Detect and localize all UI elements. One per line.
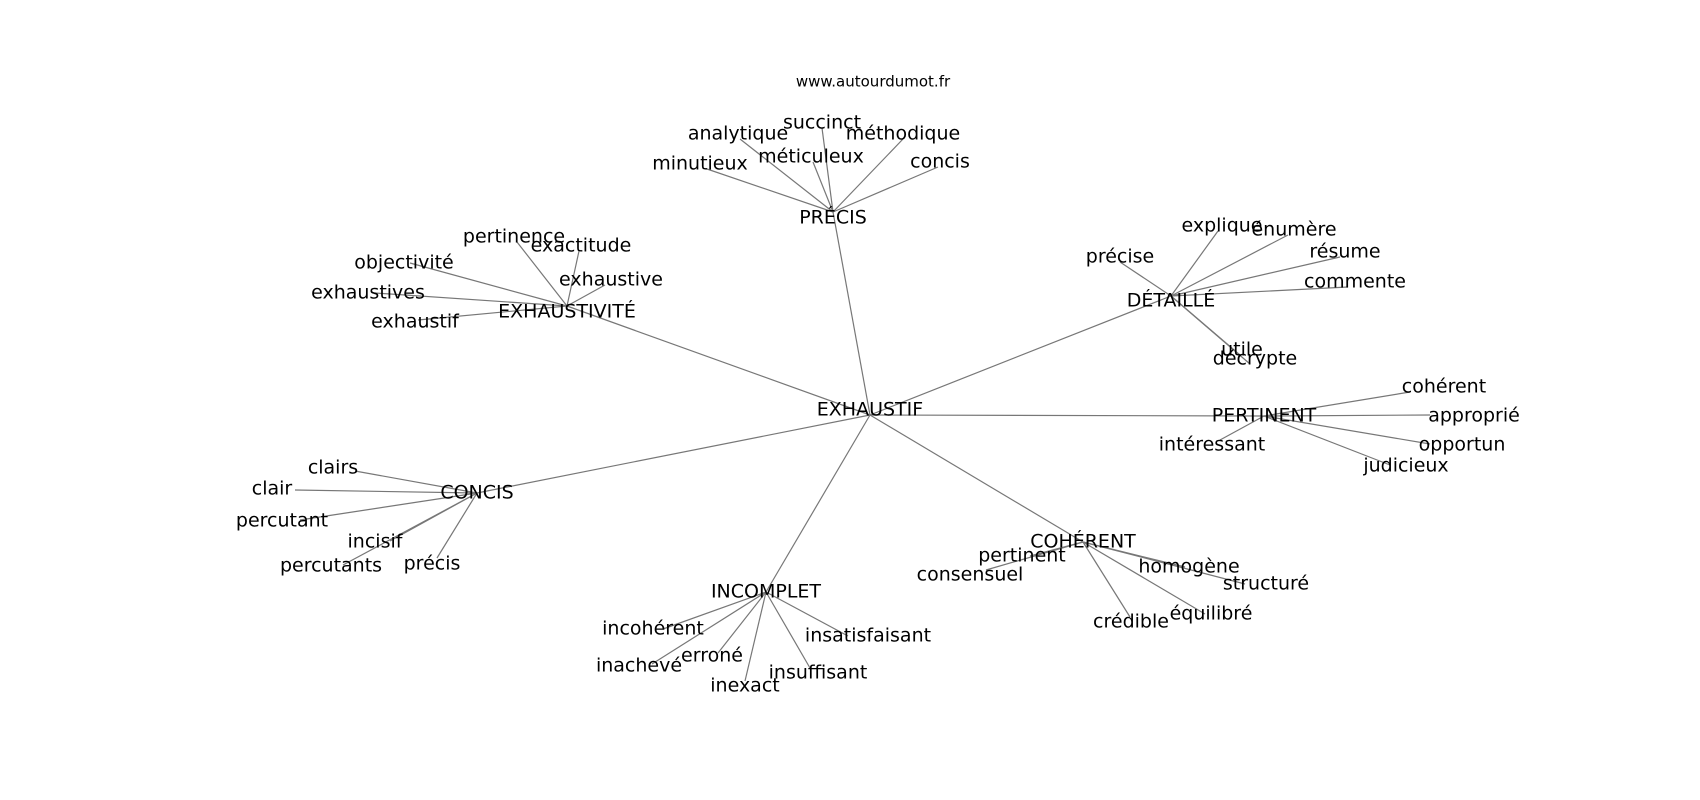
word-node-inexact[interactable]: inexact [710, 675, 779, 697]
edge-detaille-precise [1119, 261, 1172, 297]
word-node-exhaustive[interactable]: exhaustive [559, 269, 663, 291]
word-node-coherent[interactable]: cohérent [1402, 376, 1486, 398]
edge-pertinent-approprie [1263, 414, 1431, 417]
group-node-exhaustivite[interactable]: EXHAUSTIVITÉ [498, 300, 636, 323]
edge-precis-succinct [821, 127, 834, 213]
edge-incomplet-insatisfaisant [765, 591, 849, 637]
edge-detaille-explique [1170, 230, 1219, 297]
word-node-exhaustif[interactable]: exhaustif [371, 311, 460, 333]
word-node-clair[interactable]: clair [252, 478, 293, 500]
word-node-consensuel[interactable]: consensuel [917, 564, 1024, 586]
word-node-analytique[interactable]: analytique [688, 123, 788, 145]
word-node-inacheve[interactable]: inachevé [596, 655, 682, 677]
word-node-enumere[interactable]: énumère [1251, 219, 1336, 241]
edge-exhaustivite-exactitude [566, 250, 580, 307]
word-node-credible[interactable]: crédible [1093, 611, 1169, 633]
word-node-utile[interactable]: utile [1221, 339, 1263, 361]
word-node-precise[interactable]: précise [1086, 246, 1154, 268]
word-node-insatisfaisant[interactable]: insatisfaisant [805, 625, 931, 647]
word-node-opportun[interactable]: opportun [1419, 434, 1506, 456]
word-node-methodique[interactable]: méthodique [846, 123, 960, 145]
center-node[interactable]: EXHAUSTIF [817, 399, 923, 421]
word-node-precis[interactable]: précis [404, 553, 461, 575]
edge-incomplet-insuffisant [765, 591, 811, 669]
word-node-incisif[interactable]: incisif [348, 531, 404, 553]
edge-incomplet-errone [717, 591, 767, 654]
edge-detaille-resume [1170, 256, 1341, 297]
edge-center-detaille [869, 295, 1172, 416]
word-node-exhaustives[interactable]: exhaustives [311, 282, 425, 304]
word-node-percutants[interactable]: percutants [280, 555, 382, 577]
group-node-precis[interactable]: PRÉCIS [799, 206, 867, 229]
word-node-decrypte[interactable]: décrypte [1213, 348, 1297, 370]
group-node-detaille[interactable]: DÉTAILLÉ [1127, 289, 1216, 312]
word-node-resume[interactable]: résume [1309, 241, 1380, 263]
edge-exhaustivite-exhaustives [374, 292, 568, 307]
word-node-interessant[interactable]: intéressant [1159, 434, 1265, 456]
edge-center-exhaustivite [566, 305, 871, 416]
group-node-incomplet[interactable]: INCOMPLET [711, 581, 821, 603]
edge-concis-clair [294, 489, 478, 494]
edge-detaille-commente [1170, 286, 1349, 297]
edge-precis-minutieux [706, 168, 834, 213]
edge-precis-meticuleux [812, 161, 834, 213]
word-node-clairs[interactable]: clairs [308, 457, 358, 479]
edge-detaille-decrypte [1170, 295, 1251, 365]
edge-precis-concis [832, 166, 939, 213]
group-node-pertinent[interactable]: PERTINENT [1212, 405, 1317, 427]
edge-precis-analytique [739, 138, 834, 213]
edge-center-concis [476, 414, 871, 494]
edge-exhaustivite-exhaustif [417, 305, 568, 321]
edge-concis-percutants [342, 492, 478, 566]
word-node-percutant[interactable]: percutant [236, 510, 328, 532]
edge-exhaustivite-exhaustive [566, 284, 606, 307]
word-node-approprie[interactable]: approprié [1428, 405, 1520, 427]
edge-center-incomplet [765, 414, 871, 593]
graph-edges [294, 127, 1431, 682]
edge-incomplet-incoherent [662, 591, 767, 630]
edge-concis-percutant [299, 492, 478, 521]
edge-incomplet-inacheve [651, 591, 767, 665]
word-node-incoherent[interactable]: incohérent [602, 618, 704, 640]
word-node-exactitude[interactable]: exactitude [531, 235, 632, 257]
word-node-concis[interactable]: concis [910, 151, 970, 173]
word-node-succinct[interactable]: succinct [783, 112, 861, 134]
edge-pertinent-judicieux [1263, 415, 1391, 466]
edge-pertinent-opportun [1263, 415, 1431, 445]
edge-coherent-consensuel [985, 541, 1084, 571]
word-node-meticuleux[interactable]: méticuleux [758, 146, 864, 168]
word-node-judicieux[interactable]: judicieux [1362, 455, 1448, 477]
word-node-pertinent[interactable]: pertinent [978, 545, 1066, 567]
edge-concis-clairs [354, 470, 478, 494]
edge-pertinent-interessant [1219, 415, 1265, 441]
word-node-errone[interactable]: erroné [681, 645, 743, 667]
edge-center-precis [832, 211, 871, 416]
edge-center-coherent [869, 414, 1084, 543]
edge-coherent-credible [1082, 541, 1131, 618]
word-node-explique[interactable]: explique [1181, 215, 1262, 237]
edge-precis-methodique [832, 138, 904, 213]
word-node-insuffisant[interactable]: insuffisant [769, 662, 868, 684]
word-node-pertinence[interactable]: pertinence [463, 226, 565, 248]
edge-concis-precis [436, 492, 478, 559]
edge-center-pertinent [869, 414, 1265, 417]
edge-exhaustivite-pertinence [516, 241, 568, 307]
edge-incomplet-inexact [744, 591, 767, 682]
group-node-concis[interactable]: CONCIS [440, 482, 513, 504]
word-node-commente[interactable]: commente [1304, 271, 1406, 293]
word-node-objectivite[interactable]: objectivité [354, 252, 454, 274]
word-node-structure[interactable]: structuré [1223, 573, 1309, 595]
edge-detaille-enumere [1170, 234, 1289, 297]
word-node-equilibre[interactable]: équilibré [1170, 603, 1253, 625]
word-node-minutieux[interactable]: minutieux [652, 153, 748, 175]
edge-coherent-structure [1082, 541, 1246, 585]
group-node-coherent[interactable]: COHÉRENT [1030, 530, 1136, 553]
word-node-homogene[interactable]: homogène [1138, 556, 1239, 578]
edge-pertinent-coherent [1263, 391, 1411, 417]
source-label[interactable]: www.autourdumot.fr [796, 73, 951, 91]
edge-coherent-equilibre [1082, 541, 1206, 615]
edge-exhaustivite-objectivite [409, 262, 568, 307]
